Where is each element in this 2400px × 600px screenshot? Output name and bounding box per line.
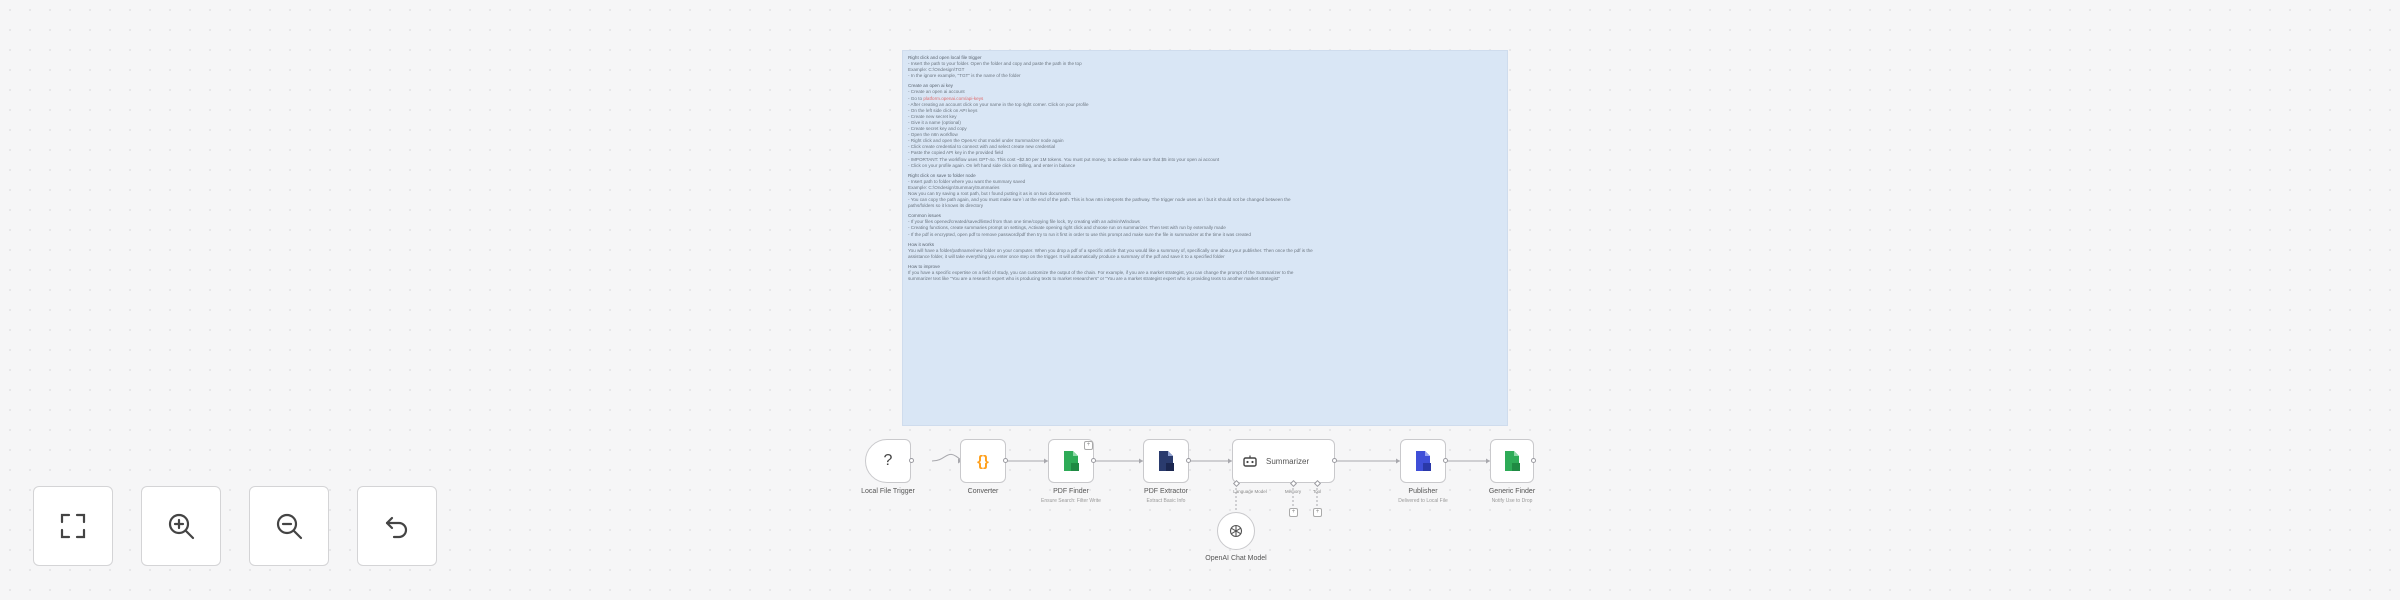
node-label: Publisher xyxy=(1408,488,1438,495)
sticky-note-line: assistance folder, it will take everythi… xyxy=(908,253,1225,259)
node-label: Summarizer xyxy=(1266,456,1310,466)
sticky-note-heading: Right click and open local file trigger xyxy=(908,55,982,60)
sticky-note-line: - Create an open ai account xyxy=(908,89,965,95)
node-openai-chat-model[interactable] xyxy=(1217,512,1255,550)
node-label: OpenAI Chat Model xyxy=(1205,555,1267,562)
sticky-note-line: Example: C:\Ondesign\Summary\Summaries xyxy=(908,184,1000,190)
node-pdf-extractor[interactable] xyxy=(1143,439,1189,483)
node-label: Local File Trigger xyxy=(861,488,915,495)
sticky-note-line: paths/folders so it knows its directory xyxy=(908,203,984,209)
node-subtitle: Extract Basic Info xyxy=(1146,498,1186,504)
sticky-note-line: - Create new secret key xyxy=(908,113,957,119)
green-file-icon xyxy=(1064,451,1079,471)
node-summarizer[interactable]: Summarizer xyxy=(1232,439,1335,483)
sticky-note-line: - Right click and open the OpenAI chat m… xyxy=(908,138,1064,144)
memory-port-label: Memory xyxy=(1284,489,1302,494)
generic-finder-output-port[interactable] xyxy=(1531,458,1536,463)
sticky-note-line: Example: C:\Ondesign\TGT xyxy=(908,67,965,73)
robot-icon xyxy=(1243,455,1257,467)
fit-view-button[interactable] xyxy=(33,486,113,566)
node-label: PDF Extractor xyxy=(1144,488,1188,495)
navy-file-icon xyxy=(1159,451,1174,471)
trigger-output-port[interactable] xyxy=(909,458,914,463)
green-file-icon xyxy=(1505,451,1520,471)
sticky-note-line: - Create secret key and copy xyxy=(908,126,967,132)
node-subtitle: Ensure Search: Filter Write xyxy=(1041,498,1101,504)
sticky-note-line: - Click on your profile again. On left h… xyxy=(908,162,1076,168)
wire-trigger-converter xyxy=(931,453,963,462)
node-label: Converter xyxy=(967,488,999,495)
node-local-file-trigger[interactable]: ? xyxy=(865,439,911,483)
sticky-note-heading: Right click on save to folder node xyxy=(908,172,976,178)
sticky-note-line: - Open the n8n workflow xyxy=(908,132,958,138)
tool-port-label: Tool xyxy=(1312,489,1322,494)
zoom-out-button[interactable] xyxy=(249,486,329,566)
sticky-note-line: - In the ignore example, "TGT" is the na… xyxy=(908,73,1021,79)
sticky-note-line: - If the pdf is encrypted, open pdf to r… xyxy=(908,231,1251,237)
reset-zoom-button[interactable] xyxy=(357,486,437,566)
zoom-in-icon xyxy=(168,513,195,540)
sticky-note-heading: Create an open ai key xyxy=(908,83,953,89)
node-label: PDF Finder xyxy=(1053,488,1089,495)
sticky-note-line: summarizer text like "You are a research… xyxy=(908,276,1280,282)
node-label: Generic Finder xyxy=(1488,488,1536,495)
node-subtitle: Notify Use to Drop xyxy=(1491,498,1533,504)
sticky-note-line: - On the left side click on API keys xyxy=(908,107,978,113)
node-subtitle: Delivered to Local File xyxy=(1398,498,1448,504)
question-icon: ? xyxy=(883,452,893,469)
sticky-note-heading: How it works xyxy=(908,241,935,247)
zoom-in-button[interactable] xyxy=(141,486,221,566)
sticky-note[interactable]: Right click and open local file trigger-… xyxy=(902,50,1508,426)
sticky-note-line: - Go to platform.openai.com/api-keys xyxy=(908,95,984,101)
sticky-note-line: - Insert path to folder where you want t… xyxy=(908,178,1026,184)
sticky-note-line: Now you can try saving a root path, but … xyxy=(908,190,1071,196)
zoom-out-icon xyxy=(276,513,303,540)
sticky-note-line: - Insert the path to your folder. Open t… xyxy=(908,61,1082,67)
sticky-note-line: You will have a folder/pathname/new fold… xyxy=(908,247,1313,253)
converter-output-port[interactable] xyxy=(1003,458,1008,463)
sticky-note-line: - IMPORTANT: The workflow uses GPT-4o. T… xyxy=(908,156,1220,162)
sticky-note-line: - Paste the copied API key in the provid… xyxy=(908,150,1003,156)
publisher-output-port[interactable] xyxy=(1443,458,1448,463)
pdf-finder-output-port[interactable] xyxy=(1091,458,1096,463)
undo-icon xyxy=(385,516,408,539)
pdf-extractor-output-port[interactable] xyxy=(1186,458,1191,463)
code-braces-icon: {} xyxy=(977,452,989,470)
sticky-note-line: If you have a specific expertise on a fi… xyxy=(908,270,1294,275)
openai-icon xyxy=(1229,524,1243,538)
add-memory-button[interactable]: + xyxy=(1289,508,1298,517)
sticky-note-line: - After creating an account click on you… xyxy=(908,101,1089,107)
sticky-note-link[interactable]: platform.openai.com/api-keys xyxy=(923,95,984,101)
sticky-note-line: - If your files opened/created/saved/lis… xyxy=(908,219,1140,225)
summarizer-output-port[interactable] xyxy=(1332,458,1337,463)
sticky-note-line: - You can copy the path again, and you m… xyxy=(908,197,1291,203)
blue-file-icon xyxy=(1416,451,1431,471)
pin-icon[interactable]: + xyxy=(1084,441,1093,450)
node-generic-finder[interactable] xyxy=(1490,439,1534,483)
node-publisher[interactable] xyxy=(1400,439,1446,483)
add-tool-button[interactable]: + xyxy=(1313,508,1322,517)
sticky-note-heading: How to improve xyxy=(908,263,940,269)
model-port-label: Language Model xyxy=(1233,489,1267,494)
node-converter[interactable]: {} xyxy=(960,439,1006,483)
sticky-note-line: - Give it a name (optional) xyxy=(908,119,961,125)
sticky-note-line: - Creating functions, create summaries p… xyxy=(908,225,1226,231)
sticky-note-heading: Common issues xyxy=(908,213,941,219)
sticky-note-line: - Click create credential to connect wit… xyxy=(908,144,1056,150)
fullscreen-icon xyxy=(60,513,86,539)
